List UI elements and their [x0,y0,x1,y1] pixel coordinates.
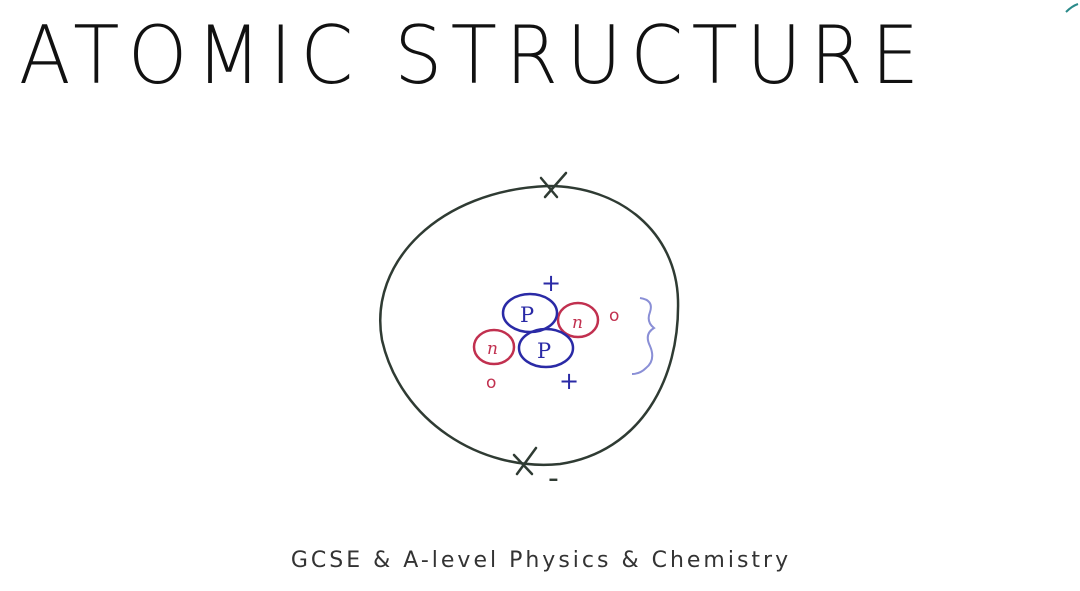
neutron-right-charge: o [609,306,619,326]
nucleus-bracket [631,297,656,375]
neutron-left-charge: o [486,373,496,393]
neutron-right [556,301,600,339]
subtitle: GCSE & A-level Physics & Chemistry [290,548,792,573]
electron-charge-label: - [548,461,559,496]
page-title: ATOMIC STRUCTURE [18,9,928,102]
proton-bottom-label: P [537,339,551,363]
proton-bottom-charge: + [559,367,579,395]
proton-top-charge: + [541,269,561,297]
neutron-left [472,328,516,366]
neutron-right-label: n [572,313,583,333]
neutron-left-label: n [487,339,498,359]
electron-bottom [512,446,538,476]
proton-bottom [517,327,575,369]
electron-orbit [379,184,680,467]
electron-top [539,171,568,199]
corner-mark [1065,3,1079,13]
proton-top-label: P [520,303,534,327]
